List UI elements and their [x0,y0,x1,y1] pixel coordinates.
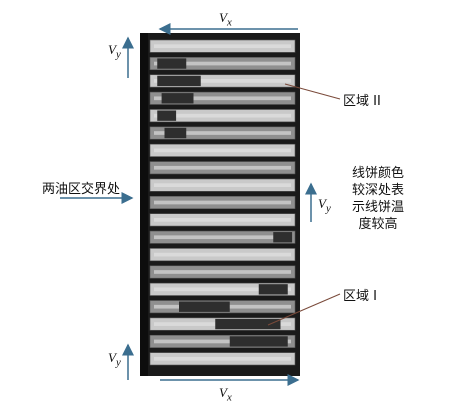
coil-texture [154,252,291,257]
coil-texture [154,339,291,344]
hot-spot [161,93,194,104]
temperature-note-line-1: 线饼颜色 [351,166,404,181]
hot-spot [258,284,288,295]
hot-spot [229,336,288,347]
winding-spine [140,33,148,376]
temperature-note: 线饼颜色 较深处表 示线饼温 度较高 [338,165,418,233]
vy-top-label: Vy [108,42,121,61]
coil-texture [154,61,291,66]
coil-texture [154,356,291,361]
coil-texture [154,287,291,292]
coil-texture [154,165,291,170]
coil-texture [154,270,291,274]
vx-bottom-label: Vx [219,385,232,404]
hot-spot [157,110,177,121]
vx-top-label: Vx [219,10,232,29]
coil-texture [154,79,291,83]
region-2-leader [284,83,341,100]
vy-bottom-label: Vy [108,350,121,369]
region-1-leader [267,293,341,326]
hot-spot [157,58,187,69]
hot-spot [164,127,187,139]
coil-texture [154,235,291,240]
hot-spot [215,318,281,330]
coil-texture [154,200,291,205]
boundary-label: 两油区交界处 [42,182,121,197]
coil-texture [154,183,291,187]
hot-spot [179,301,230,312]
temperature-note-line-3: 示线饼温 [351,200,404,215]
temperature-note-line-4: 度较高 [358,217,398,232]
hot-spot [273,232,293,243]
coil-texture [154,44,291,49]
coil-texture [154,113,291,118]
region-1-label: 区域 I [343,289,377,304]
vy-mid-label: Vy [318,196,331,215]
coil-texture [154,148,291,153]
temperature-note-line-2: 较深处表 [351,183,404,198]
hot-spot [157,75,201,87]
coil-rows [149,39,296,366]
region-2-label: 区域 II [343,94,381,109]
coil-texture [154,218,291,222]
coil-texture [154,131,291,135]
coil-texture [154,96,291,101]
